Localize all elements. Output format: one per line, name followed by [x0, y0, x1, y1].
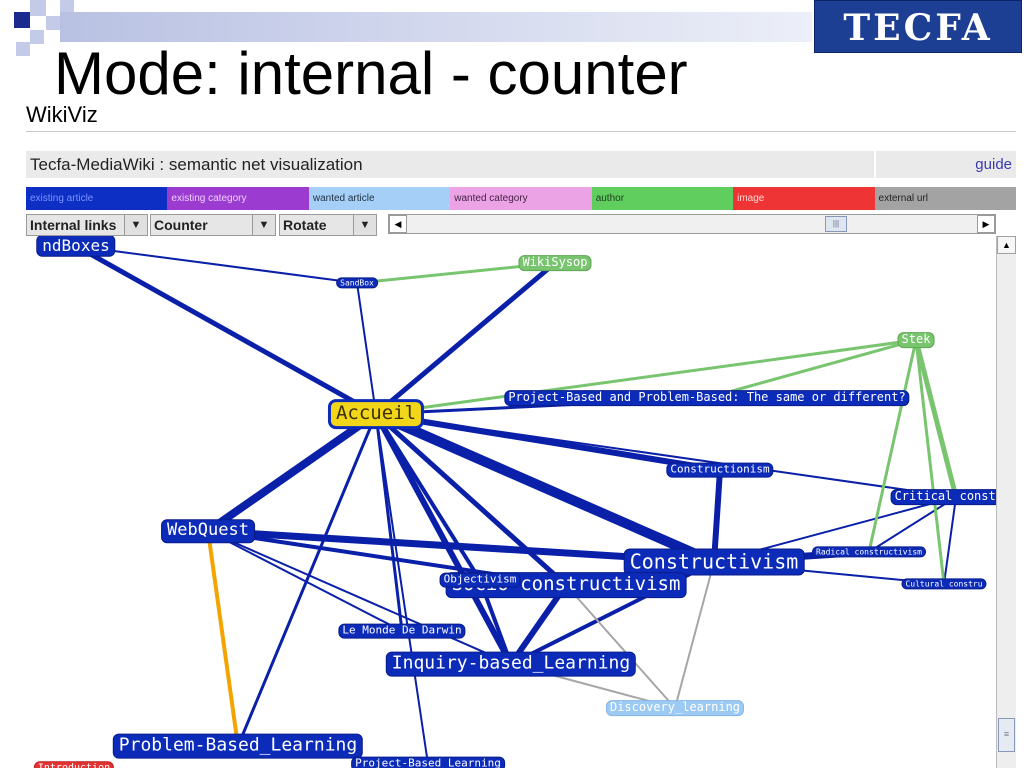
action-label: Rotate [283, 217, 327, 233]
scroll-thumb[interactable]: ≡ [998, 718, 1015, 752]
link-mode-dropdown[interactable]: Internal links ▼ [26, 214, 148, 236]
legend-item: wanted category [450, 187, 592, 210]
graph-edge [943, 496, 957, 585]
divider [26, 131, 1016, 132]
graph-edge [375, 413, 429, 765]
horizontal-scrollbar[interactable]: ◀ ||| ▶ [388, 214, 996, 234]
graph-edge [206, 529, 240, 748]
graph-node-stek[interactable]: Stek [897, 332, 935, 348]
legend-item: existing category [167, 187, 309, 210]
legend-item: image [733, 187, 875, 210]
graph-edge [371, 409, 719, 567]
graph-edge [373, 411, 723, 473]
legend-item: external url [874, 187, 1016, 210]
logo-text: TECFA [843, 7, 993, 49]
graph-edge [711, 467, 723, 565]
size-mode-dropdown[interactable]: Counter ▼ [150, 214, 276, 236]
graph-edge [674, 561, 715, 709]
toolbar: Internal links ▼ Counter ▼ Rotate ▼ ◀ ||… [26, 213, 996, 236]
graph-edges [73, 243, 959, 765]
chevron-down-icon[interactable]: ▼ [124, 215, 147, 235]
arrow-right-icon[interactable]: ▶ [977, 215, 995, 233]
graph-node-constructivism[interactable]: Constructivism [623, 548, 805, 576]
link-mode-label: Internal links [30, 217, 117, 233]
graph-edge [374, 412, 404, 633]
graph-edge [373, 411, 569, 588]
graph-edge [375, 413, 957, 498]
guide-link[interactable]: guide [975, 156, 1012, 173]
slide-title: Mode: internal - counter [54, 40, 688, 107]
legend-item: author [591, 187, 734, 210]
chevron-down-icon[interactable]: ▼ [353, 215, 376, 235]
header-title: Tecfa-MediaWiki : semantic net visualiza… [30, 155, 363, 174]
graph-edge [75, 245, 358, 284]
graph-edge [73, 243, 379, 417]
graph-edge [236, 412, 378, 748]
graph-edge [356, 282, 377, 415]
graph-node-ndboxes[interactable]: ndBoxes [36, 236, 116, 258]
graph-edge [868, 496, 957, 553]
app-header: Tecfa-MediaWiki : semantic net visualiza… [26, 151, 874, 178]
slide-header-bar [60, 12, 812, 42]
graph-node-radical[interactable]: Radical constructivism [812, 546, 926, 558]
graph-node-sandbox[interactable]: SandBox [336, 277, 378, 289]
graph-node-projectbased[interactable]: Project-Based Learning [351, 756, 505, 768]
legend-item: wanted article [308, 187, 451, 210]
graph-edge [914, 338, 946, 586]
graph-node-webquest[interactable]: WebQuest [161, 519, 255, 543]
graph-node-image[interactable]: Introduction [33, 761, 115, 768]
graph-edge [373, 260, 558, 417]
app-name: WikiViz [26, 102, 98, 127]
legend-item: existing article [26, 187, 168, 210]
chevron-down-icon[interactable]: ▼ [252, 215, 275, 235]
graph-node-cultural[interactable]: Cultural constru [901, 578, 987, 590]
action-dropdown[interactable]: Rotate ▼ [279, 214, 377, 236]
graph-node-inquiry[interactable]: Inquiry-based_Learning [385, 651, 637, 677]
graph-node-constructionism[interactable]: Constructionism [666, 462, 774, 478]
guide-panel: guide [876, 151, 1016, 178]
graph-edge [508, 582, 569, 667]
graph-node-pbl[interactable]: Problem-Based_Learning [112, 733, 364, 759]
arrow-up-icon[interactable]: ▲ [997, 236, 1016, 254]
graph-node-wikisysop[interactable]: WikiSysop [518, 255, 592, 271]
graph-node-critical[interactable]: Critical construc [890, 489, 996, 505]
slide-decoration [0, 0, 80, 60]
graph-edge [207, 530, 403, 632]
graph-node-accueil[interactable]: Accueil [329, 401, 423, 427]
arrow-left-icon[interactable]: ◀ [389, 215, 407, 233]
graph-edge [374, 338, 918, 416]
graph-node-discovery[interactable]: Discovery_learning [605, 700, 745, 716]
graph-node-objectivism[interactable]: Objectivism [439, 572, 521, 588]
graph-node-lemonde[interactable]: Le Monde De Darwin [338, 623, 466, 639]
size-mode-label: Counter [154, 217, 208, 233]
graph-edge [373, 411, 514, 667]
graph-edge [705, 338, 918, 400]
vertical-scrollbar[interactable]: ▲ ≡ [996, 236, 1016, 768]
graph-edge [204, 410, 380, 535]
scroll-thumb[interactable]: ||| [825, 216, 847, 232]
graph-edge [565, 584, 676, 709]
graph-node-pbvspb[interactable]: Project-Based and Problem-Based: The sam… [504, 390, 910, 406]
graph-edge [867, 338, 918, 554]
graph-edge [913, 337, 959, 500]
tecfa-logo: TECFA [814, 0, 1022, 53]
graph-edge [207, 530, 512, 665]
